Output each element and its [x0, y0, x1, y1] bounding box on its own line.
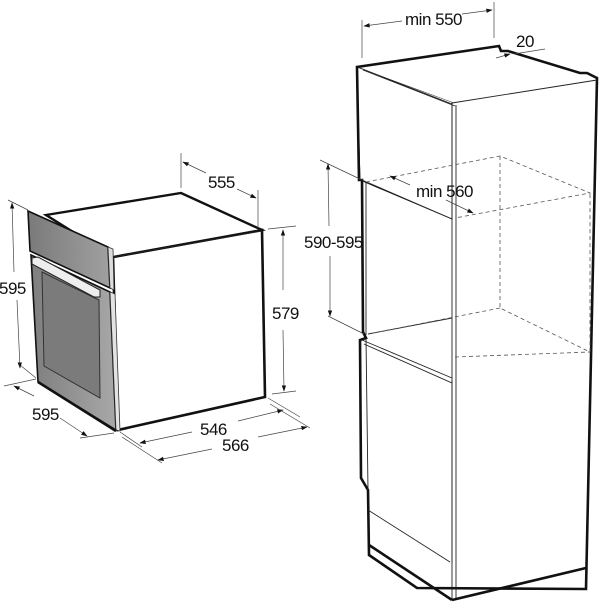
oven-drawing: 555 595 579 595 546 566 [0, 153, 311, 464]
niche-top-edge [361, 179, 453, 220]
ext-line [121, 436, 163, 464]
ext-line [271, 390, 297, 395]
door-window [41, 271, 101, 399]
ext-line [267, 225, 297, 230]
cabinet-drawing: min 550 20 590-595 min 560 [304, 2, 599, 602]
dim-label-20: 20 [516, 32, 534, 51]
dim-label-590-595: 590-595 [304, 233, 363, 252]
ext-line [327, 315, 365, 335]
dim-label-595-height: 595 [0, 279, 26, 298]
cabinet-top-back-edge [451, 79, 598, 104]
dim-label-555: 555 [208, 173, 235, 192]
door-handle [31, 256, 101, 298]
dim-label-595-width: 595 [32, 405, 59, 424]
dim-label-546: 546 [200, 420, 227, 439]
door-edge [109, 291, 121, 432]
dim-arrow-546 [237, 409, 284, 422]
dim-arrow-min550 [363, 20, 403, 28]
ext-line [119, 431, 143, 448]
plinth-bottom-side [451, 566, 587, 602]
dim-arrow-590-595 [325, 163, 331, 227]
lower-door-bottom [367, 509, 451, 563]
ext-line [3, 378, 37, 387]
ext-line [267, 397, 301, 418]
oven-top-edge [112, 230, 263, 258]
dim-arrow-566 [257, 425, 308, 438]
panel-edge [107, 246, 115, 291]
cabinet-top-edge-inner [362, 69, 456, 107]
dim-arrow-546 [139, 431, 193, 444]
niche-dashed-volume [365, 155, 592, 358]
dim-line-20 [513, 48, 546, 55]
ext-line [269, 403, 311, 429]
ext-line [7, 199, 29, 211]
dim-arrow-555 [236, 188, 257, 199]
dim-label-min-560: min 560 [416, 182, 473, 201]
dim-label-566: 566 [222, 436, 249, 455]
dim-arrow-20 [495, 53, 511, 59]
oven-bottom-edge [37, 380, 117, 433]
ext-line [79, 432, 115, 439]
dim-arrow-579 [281, 329, 287, 392]
dim-arrow-566 [157, 448, 213, 462]
dim-arrow-min550 [461, 8, 493, 15]
lower-door-top [361, 339, 453, 379]
dim-arrow-min560 [389, 175, 411, 186]
cabinet-top-face [357, 46, 586, 102]
dim-label-min-550: min 550 [405, 10, 462, 29]
lower-door-left [365, 337, 369, 491]
dim-arrow-595-w [13, 385, 35, 397]
oven-side-face [111, 228, 267, 432]
dim-arrow-555 [182, 161, 207, 174]
dim-arrow-595-w [59, 417, 88, 437]
dim-arrow-595-h [16, 299, 22, 369]
dim-arrow-595-h [9, 202, 15, 273]
ext-line [319, 159, 363, 181]
lower-door-top-inner [363, 343, 453, 384]
dim-arrow-min560 [445, 199, 474, 214]
cabinet-top-edge [359, 67, 453, 105]
ext-line [19, 364, 37, 379]
dim-label-579: 579 [272, 304, 299, 323]
plinth-bottom-front [368, 543, 453, 602]
